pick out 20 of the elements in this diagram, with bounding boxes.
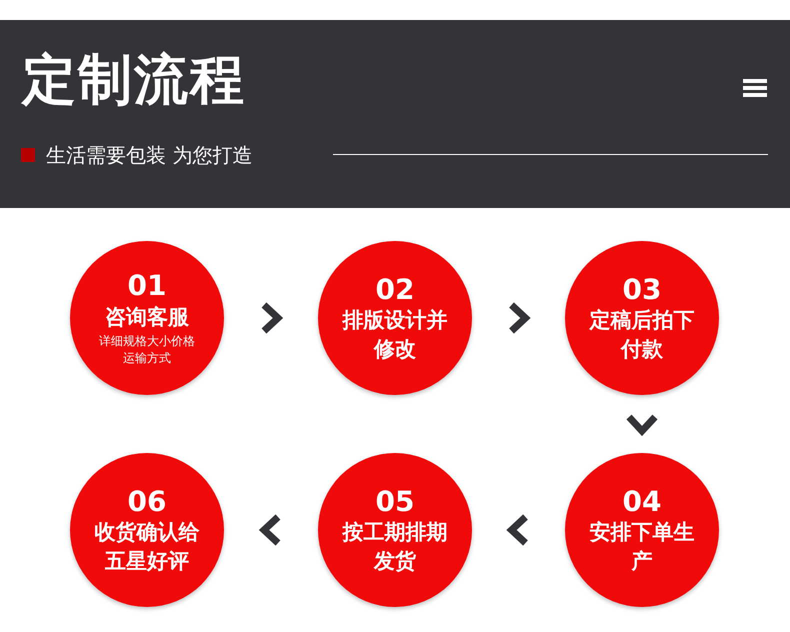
step-title: 收货确认给五星好评 bbox=[94, 519, 200, 575]
step-number: 03 bbox=[622, 272, 662, 306]
step-number: 06 bbox=[128, 484, 166, 518]
chevron-arrow bbox=[626, 414, 658, 436]
step-title: 按工期排期发货 bbox=[341, 519, 448, 575]
step-number: 04 bbox=[622, 484, 662, 518]
step-number: 05 bbox=[376, 484, 414, 518]
chevron-arrow bbox=[262, 302, 284, 334]
chevron-arrow bbox=[509, 302, 531, 334]
step-note: 详细规格大小价格运输方式 bbox=[98, 333, 196, 367]
step-title: 咨询客服 bbox=[104, 304, 190, 331]
step-title: 排版设计并修改 bbox=[341, 307, 448, 363]
step-title: 定稿后拍下付款 bbox=[588, 307, 696, 363]
title: 定制流程 bbox=[22, 47, 246, 113]
step-title: 安排下单生产 bbox=[588, 519, 696, 575]
step-number: 01 bbox=[128, 269, 166, 303]
subtitle: 生活需要包装 为您打造 bbox=[46, 142, 252, 169]
step-number: 02 bbox=[376, 272, 414, 306]
chevron-arrow bbox=[258, 514, 280, 546]
chevron-arrow bbox=[506, 514, 528, 546]
